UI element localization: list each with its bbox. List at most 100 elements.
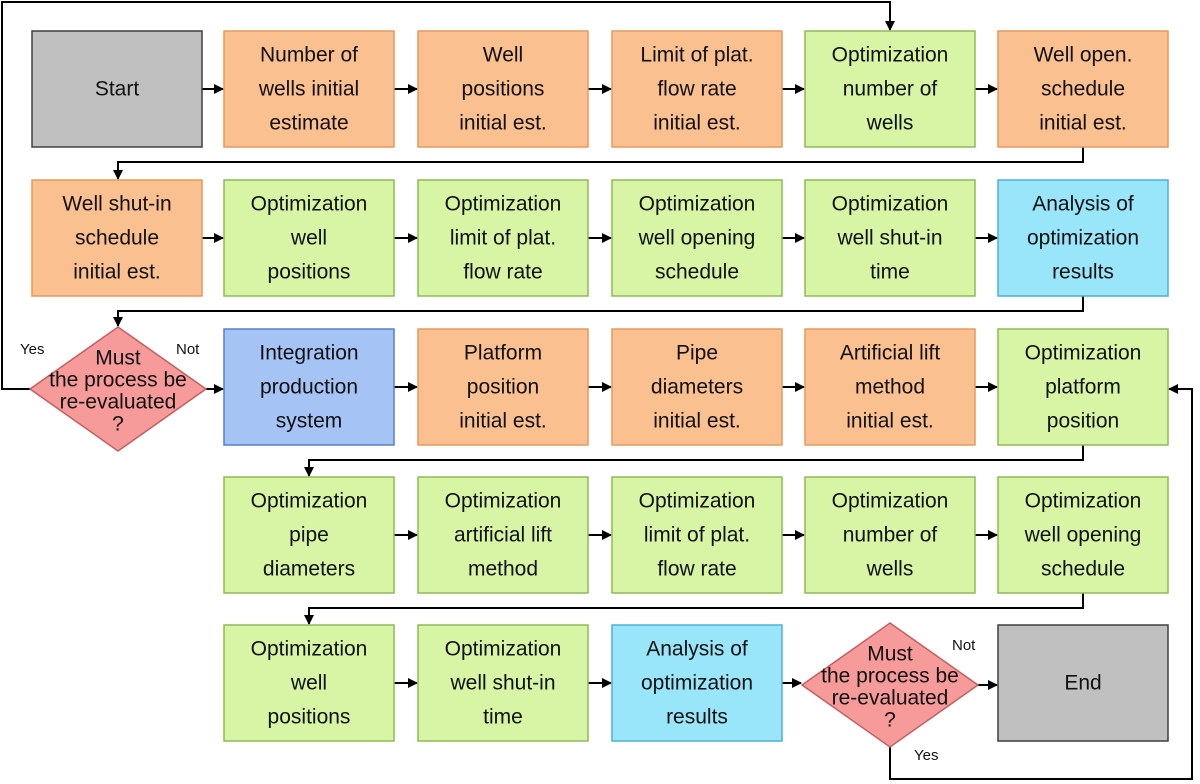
n-wells-init-shape (223, 30, 395, 148)
opt-open-sched-1-line-2: well opening (638, 227, 756, 250)
integration-line-1: Integration (259, 342, 358, 365)
opt-n-wells-2-line-3: wells (866, 558, 914, 581)
art-lift-init-line-2: method (855, 376, 925, 399)
decision-2-line-4: ? (884, 709, 896, 732)
opt-n-wells-2-line-1: Optimization (832, 490, 949, 513)
arrow-decision-1-yes (1, 1, 895, 390)
opt-limit-flow-2-shape (611, 476, 783, 594)
opt-pipe-diam-shape (223, 476, 395, 594)
start-box: Start (31, 30, 203, 148)
integration-box: Integration production system (223, 328, 395, 446)
limit-flow-init-line-2: flow rate (657, 78, 736, 101)
opt-n-wells-1-line-3: wells (866, 112, 914, 135)
n-wells-init-line-2: wells initial (258, 78, 359, 101)
platform-pos-init-line-2: position (467, 376, 539, 399)
opt-well-pos-2-line-1: Optimization (251, 638, 368, 661)
decision-2-shape (800, 622, 980, 748)
opt-open-sched-2-line-2: well opening (1024, 524, 1142, 547)
opt-shut-time-2-shape (417, 624, 589, 742)
opt-platform-pos-line-2: platform (1045, 376, 1121, 399)
pipe-diam-init-box: Pipe diameters initial est. (611, 328, 783, 446)
analysis-1-line-1: Analysis of (1032, 193, 1134, 216)
opt-shut-time-1-line-1: Optimization (832, 193, 949, 216)
opt-n-wells-2-shape (804, 476, 976, 594)
decision-2-yes-label: Yes (914, 747, 938, 764)
analysis-1-line-2: optimization (1027, 227, 1139, 250)
opt-n-wells-2-line-2: number of (843, 524, 938, 547)
decision-1-line-4: ? (112, 413, 124, 436)
opt-platform-pos-line-3: position (1047, 410, 1119, 433)
end-shape (997, 624, 1169, 742)
well-shut-init-line-3: initial est. (73, 261, 161, 284)
analysis-2-shape (611, 624, 783, 742)
platform-pos-init-line-3: initial est. (459, 410, 547, 433)
decision-1-yes-label: Yes (20, 341, 44, 358)
integration-line-2: production (260, 376, 358, 399)
decision-1-line-2: the process be (49, 369, 187, 392)
opt-shut-time-2-line-3: time (483, 706, 523, 729)
opt-well-pos-2-line-3: positions (268, 706, 351, 729)
limit-flow-init-shape (611, 30, 783, 148)
opt-pipe-diam-line-3: diameters (263, 558, 355, 581)
decision-2-line-2: the process be (821, 665, 959, 688)
opt-limit-flow-1-line-3: flow rate (463, 261, 542, 284)
arrow-row1-to-row2 (113, 147, 1084, 180)
well-open-init-line-1: Well open. (1034, 44, 1133, 67)
opt-platform-pos-shape (997, 328, 1169, 446)
opt-limit-flow-2-line-2: limit of plat. (644, 524, 750, 547)
opt-open-sched-1-line-3: schedule (655, 261, 739, 284)
well-open-init-line-3: initial est. (1039, 112, 1127, 135)
well-shut-init-line-2: schedule (75, 227, 159, 250)
art-lift-init-shape (804, 328, 976, 446)
analysis-2-line-2: optimization (641, 672, 753, 695)
opt-n-wells-1-shape (804, 30, 976, 148)
opt-open-sched-2-line-3: schedule (1041, 558, 1125, 581)
opt-open-sched-2-shape (997, 476, 1169, 594)
n-wells-init-line-3: estimate (269, 112, 348, 135)
opt-shut-time-2-line-2: well shut-in (449, 672, 555, 695)
integration-line-3: system (276, 410, 343, 433)
decision-2-not-label: Not (952, 637, 976, 654)
opt-well-pos-1-line-2: well (290, 227, 327, 250)
platform-pos-init-shape (417, 328, 589, 446)
well-shut-init-line-1: Well shut-in (62, 193, 171, 216)
opt-open-sched-2-box: Optimization well opening schedule (997, 476, 1169, 594)
arrow-row4-to-row5 (304, 593, 1084, 625)
opt-pipe-diam-line-2: pipe (289, 524, 329, 547)
opt-well-pos-2-shape (223, 624, 395, 742)
opt-well-pos-2-line-2: well (290, 672, 327, 695)
pipe-diam-init-line-1: Pipe (676, 342, 718, 365)
well-pos-init-shape (417, 30, 589, 148)
decision-1-line-1: Must (95, 347, 141, 370)
opt-limit-flow-1-shape (417, 179, 589, 297)
art-lift-init-line-1: Artificial lift (840, 342, 941, 365)
well-open-init-shape (997, 30, 1169, 148)
pipe-diam-init-line-2: diameters (651, 376, 743, 399)
analysis-2-line-1: Analysis of (646, 638, 748, 661)
pipe-diam-init-line-3: initial est. (653, 410, 741, 433)
opt-art-lift-line-3: method (468, 558, 538, 581)
decision-1-line-3: re-evaluated (60, 391, 177, 414)
opt-art-lift-shape (417, 476, 589, 594)
arrow-row3-to-row4 (304, 445, 1084, 477)
opt-shut-time-1-line-3: time (870, 261, 910, 284)
opt-open-sched-2-line-1: Optimization (1025, 490, 1142, 513)
